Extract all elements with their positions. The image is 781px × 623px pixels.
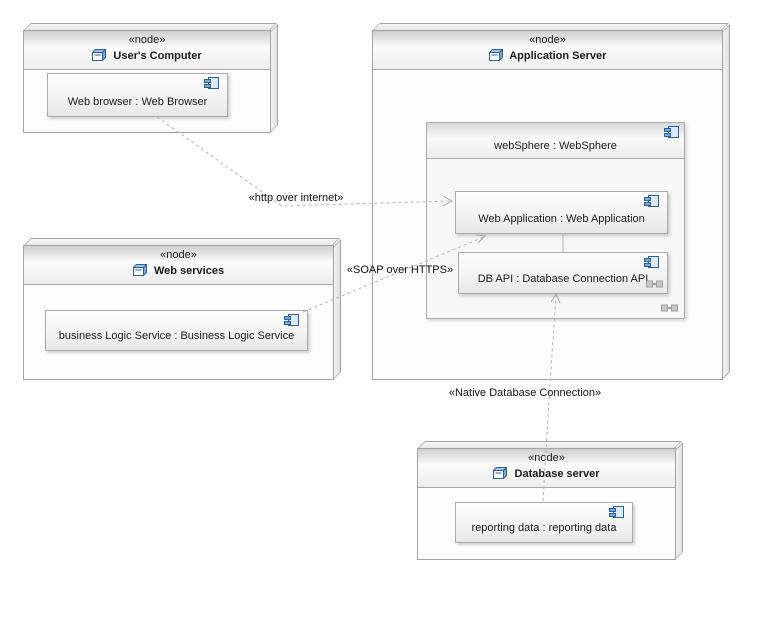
- component-websphere[interactable]: webSphere : WebSphere Web Application : …: [426, 122, 685, 319]
- node-stereotype: «node»: [128, 34, 166, 46]
- node-3d-top-face: [373, 23, 729, 30]
- connector-badge-icon: [661, 303, 678, 315]
- node-icon: [132, 263, 148, 281]
- node-users-computer[interactable]: «node» User's Computer: [23, 23, 278, 133]
- node-icon: [487, 48, 504, 66]
- node-header: «node» Application Server: [373, 31, 722, 70]
- component-icon: [644, 195, 659, 211]
- node-3d-top-face: [24, 23, 277, 30]
- component-label: DB API : Database Connection API: [477, 273, 649, 285]
- component-business-logic-service[interactable]: business Logic Service : Business Logic …: [45, 310, 308, 351]
- node-icon: [91, 48, 108, 66]
- connector-label-soap[interactable]: «SOAP over HTTPS»: [346, 264, 454, 276]
- component-label: business Logic Service : Business Logic …: [58, 330, 295, 342]
- node-web-services[interactable]: «node» Web services: [23, 238, 341, 380]
- node-3d-top-face: [418, 441, 682, 448]
- node-3d-right-face: [676, 442, 683, 559]
- node-icon: [492, 466, 509, 484]
- component-icon: [609, 506, 624, 522]
- connector-label-http[interactable]: «http over internet»: [248, 192, 344, 204]
- node-3d-top-face: [24, 238, 340, 245]
- component-label: webSphere : WebSphere: [494, 140, 617, 152]
- node-stereotype: «node»: [160, 249, 197, 261]
- node-name: User's Computer: [113, 50, 202, 62]
- node-name: Web services: [153, 265, 225, 277]
- component-web-browser[interactable]: Web browser : Web Browser: [47, 73, 228, 117]
- node-name: Database server: [514, 468, 600, 480]
- node-header: «node» User's Computer: [24, 31, 270, 70]
- node-name: Application Server: [509, 50, 607, 62]
- connector-badge-icon: [646, 279, 663, 291]
- component-db-api[interactable]: DB API : Database Connection API: [458, 252, 668, 294]
- node-3d-right-face: [334, 239, 341, 379]
- node-stereotype: «node»: [528, 452, 565, 464]
- component-web-application[interactable]: Web Application : Web Application: [455, 191, 668, 234]
- node-application-server[interactable]: «node» Application Server: [372, 23, 730, 380]
- node-stereotype: «node»: [529, 34, 566, 46]
- component-icon: [204, 77, 219, 93]
- node-3d-right-face: [723, 24, 730, 379]
- component-icon: [284, 314, 299, 330]
- component-icon: [664, 126, 679, 142]
- component-label: Web Application : Web Application: [478, 213, 645, 225]
- component-reporting-data[interactable]: reporting data : reporting data: [455, 502, 633, 543]
- node-3d-right-face: [271, 24, 278, 132]
- component-icon: [644, 256, 659, 272]
- connector-label-native-db[interactable]: «Native Database Connection»: [448, 387, 602, 399]
- component-header: webSphere : WebSphere: [427, 123, 684, 159]
- node-database-server[interactable]: «node» Database server: [417, 441, 683, 560]
- node-header: «node» Web services: [24, 246, 333, 285]
- component-label: reporting data : reporting data: [471, 522, 617, 534]
- node-header: «node» Database server: [418, 449, 675, 488]
- component-label: Web browser : Web Browser: [67, 96, 208, 108]
